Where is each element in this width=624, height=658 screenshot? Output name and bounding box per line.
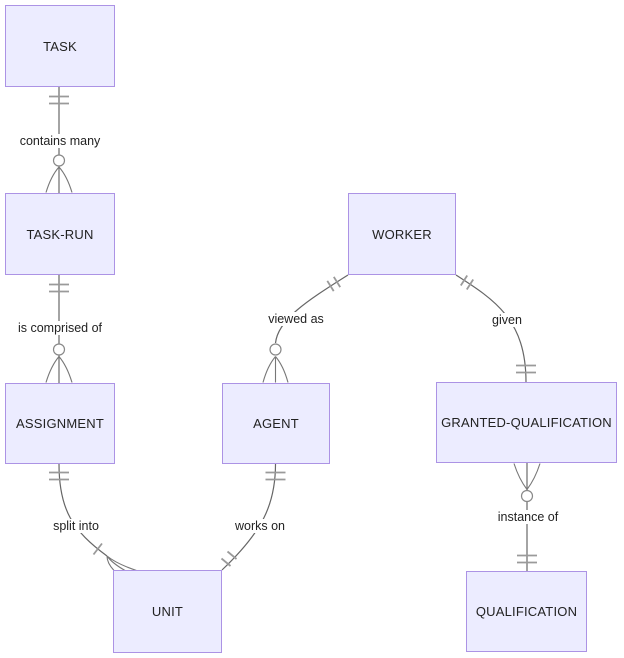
entity-unit: UNIT <box>113 570 222 653</box>
relationship-label-is-comprised-of: is comprised of <box>15 321 105 335</box>
entity-granted-qualification-label: GRANTED-QUALIFICATION <box>441 415 612 430</box>
crow-foot-marker <box>45 356 73 383</box>
one-tick-marker <box>333 276 341 288</box>
one-tick-marker <box>226 550 238 560</box>
relationship-label-split-into: split into <box>51 519 101 533</box>
entity-assignment-label: ASSIGNMENT <box>16 416 104 431</box>
edge-worker-agent <box>262 274 349 383</box>
edge-agent-unit <box>220 463 286 571</box>
entity-worker: WORKER <box>348 193 456 275</box>
zero-circle-marker <box>269 343 282 356</box>
relationship-line <box>58 463 108 557</box>
entity-assignment: ASSIGNMENT <box>5 383 115 464</box>
entity-qualification-label: QUALIFICATION <box>475 604 578 619</box>
entity-task-label: TASK <box>43 38 77 54</box>
relationship-label-viewed-as: viewed as <box>266 312 326 326</box>
relationship-label-instance-of: instance of <box>495 510 561 524</box>
one-tick-marker <box>220 557 232 567</box>
relationship-label-works-on: works on <box>232 519 288 533</box>
crow-foot-marker <box>45 166 73 193</box>
entity-granted-qualification: GRANTED-QUALIFICATION <box>436 382 617 463</box>
one-tick-marker <box>92 542 103 556</box>
relationship-line <box>274 274 349 344</box>
edge-worker-grantedqualification <box>455 274 536 383</box>
zero-circle-marker <box>52 154 66 167</box>
one-tick-marker <box>466 279 474 290</box>
relationship-label-given: given <box>490 313 524 327</box>
entity-unit-label: UNIT <box>151 604 184 619</box>
crow-foot-marker <box>262 356 289 383</box>
zero-circle-marker <box>52 343 66 356</box>
relationship-label-contains-many: contains many <box>17 134 103 148</box>
entity-task-run: TASK-RUN <box>5 193 115 275</box>
one-tick-marker <box>326 280 335 292</box>
entity-agent: AGENT <box>222 383 330 464</box>
zero-circle-marker <box>520 489 534 503</box>
one-tick-marker <box>460 275 468 286</box>
entity-qualification: QUALIFICATION <box>466 571 587 652</box>
crow-foot-marker <box>106 555 137 572</box>
edge-taskrun-assignment <box>45 275 73 383</box>
crow-foot-marker <box>513 463 541 490</box>
entity-worker-label: WORKER <box>372 226 432 242</box>
edge-assignment-unit <box>49 463 137 572</box>
relationship-line <box>455 274 527 383</box>
entity-task-run-label: TASK-RUN <box>26 226 94 242</box>
entity-task: TASK <box>5 5 115 87</box>
entity-agent-label: AGENT <box>253 416 299 431</box>
